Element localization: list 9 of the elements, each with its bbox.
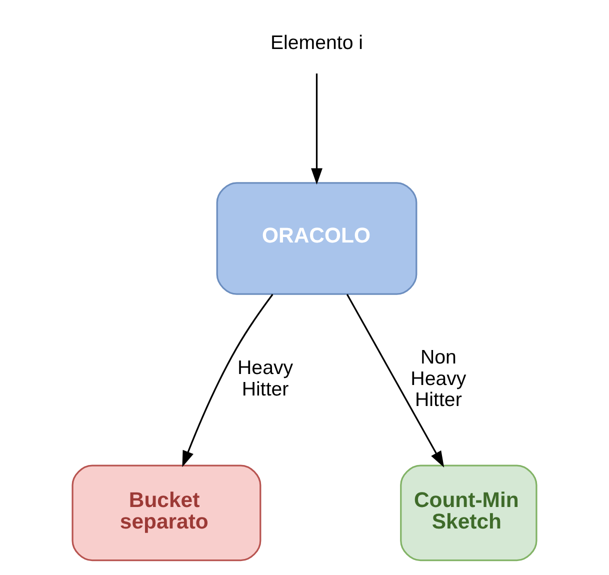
arrow: [182, 294, 274, 468]
node-box: Count-Min Sketch: [400, 464, 538, 562]
node-box: Bucket separato: [72, 464, 262, 562]
arrow: [311, 74, 322, 185]
arrow: [346, 294, 444, 468]
edge-label: Heavy Hitter: [238, 357, 294, 400]
node-text: Elemento i: [270, 32, 364, 54]
node-box: ORACOLO: [216, 182, 418, 295]
edge-label: Non Heavy Hitter: [410, 346, 466, 412]
